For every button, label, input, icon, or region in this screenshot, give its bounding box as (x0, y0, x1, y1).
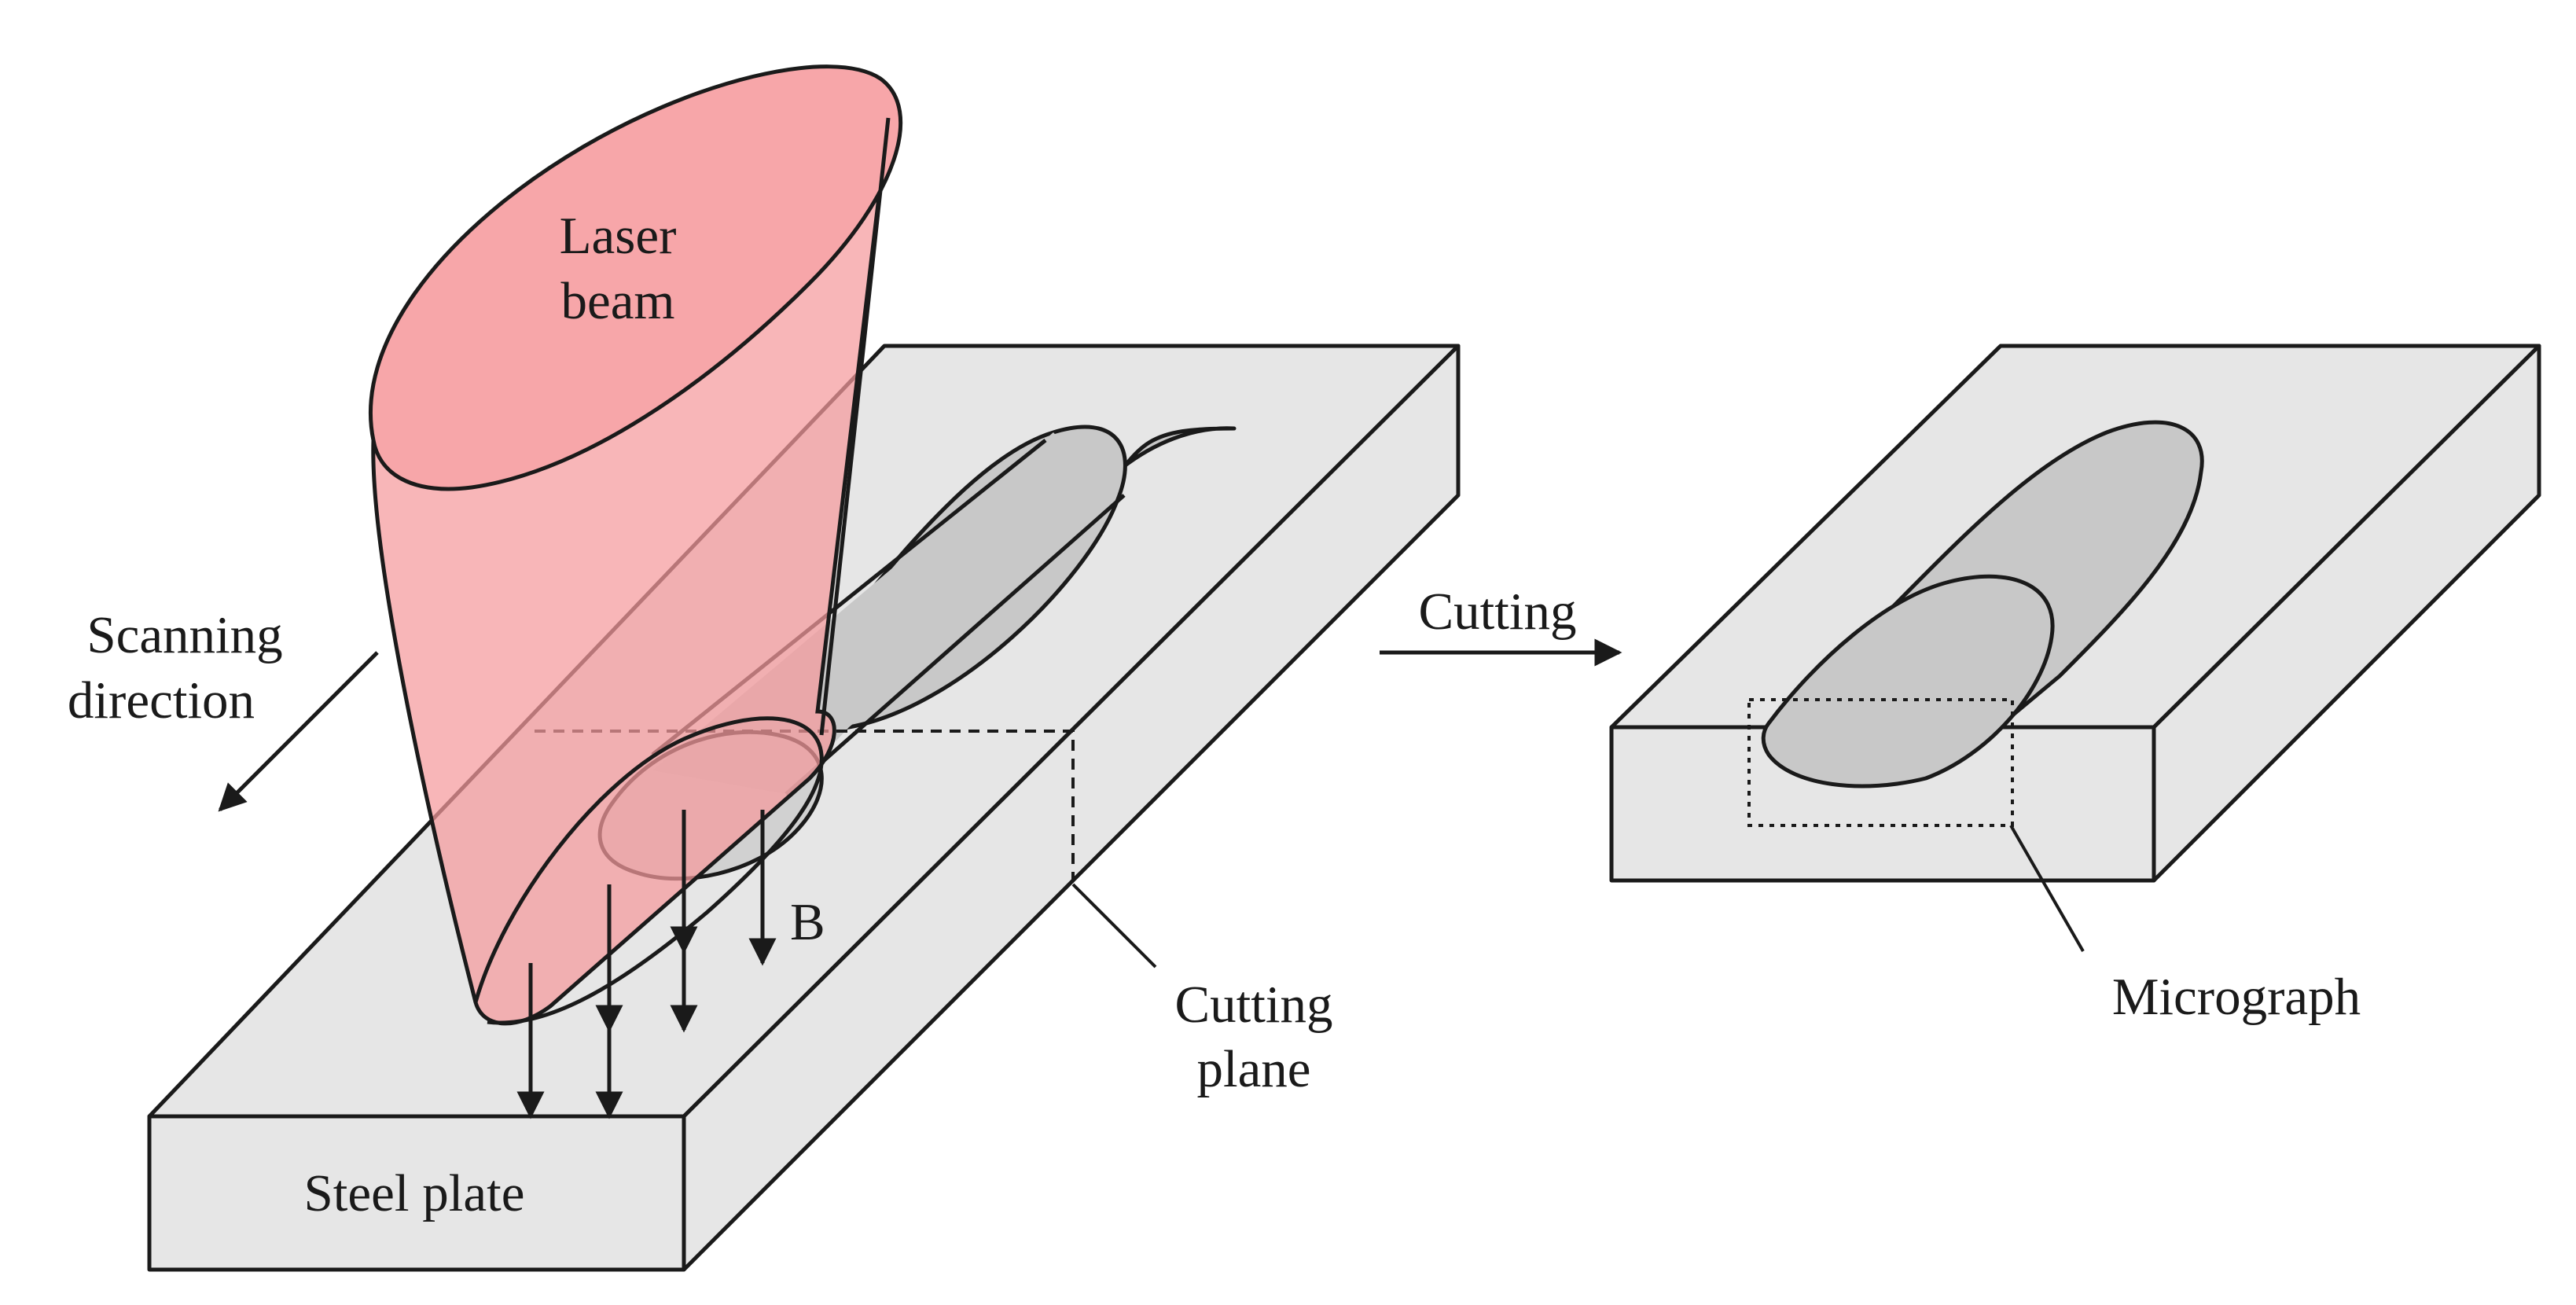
cutting-plane-leader (1071, 883, 1157, 969)
cutting-plane-label-line1: Cutting (1174, 976, 1332, 1034)
laser-beam-top-ellipse (368, 64, 903, 491)
scanning-direction-label-line1: Scanning (86, 606, 282, 664)
cutting-plane-label-line2: plane (1196, 1040, 1310, 1098)
scanning-direction-arrow (218, 651, 379, 812)
laser-beam (368, 64, 903, 1026)
b-field-label: B (790, 893, 825, 951)
micrograph-leader (2009, 825, 2085, 952)
micrograph-label: Micrograph (2112, 968, 2361, 1026)
laser-beam-label-line2: beam (560, 272, 674, 330)
micrograph-region (1747, 698, 2014, 827)
steel-plate-label: Steel plate (304, 1164, 525, 1222)
magnetic-field-arrows (516, 810, 777, 1119)
melt-cross-section (1761, 574, 2055, 789)
steel-plate-front-face (147, 1114, 686, 1272)
laser-beam-bottom-ellipse (473, 716, 824, 1025)
laser-beam-label-line1: Laser (560, 207, 677, 265)
melt-track-right (1761, 420, 2204, 789)
scanning-direction-label-line2: direction (68, 671, 255, 730)
laser-beam-body (371, 114, 891, 1026)
cutting-arrow-label: Cutting (1418, 583, 1576, 641)
